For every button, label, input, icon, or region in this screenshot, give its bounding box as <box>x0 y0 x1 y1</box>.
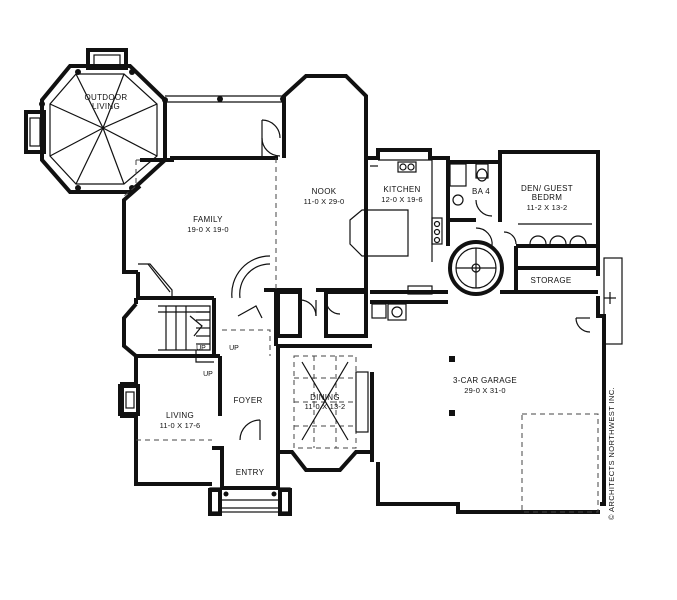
garage-dimensions: 29-0 X 31-0 <box>464 386 505 395</box>
doors <box>239 119 591 441</box>
stair-up-label-1: UP <box>196 345 206 352</box>
entry-porch <box>208 487 292 516</box>
garage-label: 3-CAR GARAGE <box>453 376 517 385</box>
family-label: FAMILY <box>193 215 223 224</box>
dining-label: DINING <box>310 393 340 402</box>
den-closet <box>503 223 592 245</box>
foyer-label: FOYER <box>233 396 262 405</box>
copyright-text: © ARCHITECTS NORTHWEST INC. <box>607 387 616 520</box>
kitchen-dimensions: 12-0 X 19-6 <box>381 195 422 204</box>
den-dimensions: 11-2 X 13-2 <box>527 203 568 212</box>
laundry-fixtures <box>371 303 407 321</box>
living-dimensions: 11-0 X 17-6 <box>160 421 201 430</box>
dining-table <box>293 355 369 449</box>
ba4-label: BA 4 <box>472 187 490 196</box>
nook-label: NOOK <box>312 187 337 196</box>
bath-fixtures <box>449 163 489 206</box>
den-label-line2: BEDRM <box>532 193 562 202</box>
gazebo-roof-lines <box>49 73 158 185</box>
storage-label: STORAGE <box>530 276 571 285</box>
kitchen-fixtures <box>349 159 443 295</box>
main-stair <box>158 305 271 363</box>
entry-label: ENTRY <box>236 468 265 477</box>
nook-dimensions: 11-0 X 29-0 <box>304 197 345 206</box>
outdoor-living-label: OUTDOOR <box>85 93 128 102</box>
garage-features <box>449 257 623 513</box>
interior-walls <box>136 158 598 452</box>
living-fireplace <box>118 384 212 441</box>
family-fixtures <box>138 158 277 299</box>
stair-up-label-3: UP <box>203 371 213 378</box>
family-dimensions: 19-0 X 19-0 <box>187 225 228 234</box>
room-labels: OUTDOOR LIVING FAMILY 19-0 X 19-0 NOOK 1… <box>85 93 573 477</box>
outdoor-living-gazebo <box>24 48 168 194</box>
kitchen-label: KITCHEN <box>383 185 420 194</box>
dining-dimensions: 11-0 X 13-2 <box>305 402 346 411</box>
living-label: LIVING <box>166 411 194 420</box>
stair-up-label-2: UP <box>229 345 239 352</box>
den-label: DEN/ GUEST <box>521 184 573 193</box>
round-stair <box>448 240 504 296</box>
outdoor-living-label-line2: LIVING <box>92 102 120 111</box>
